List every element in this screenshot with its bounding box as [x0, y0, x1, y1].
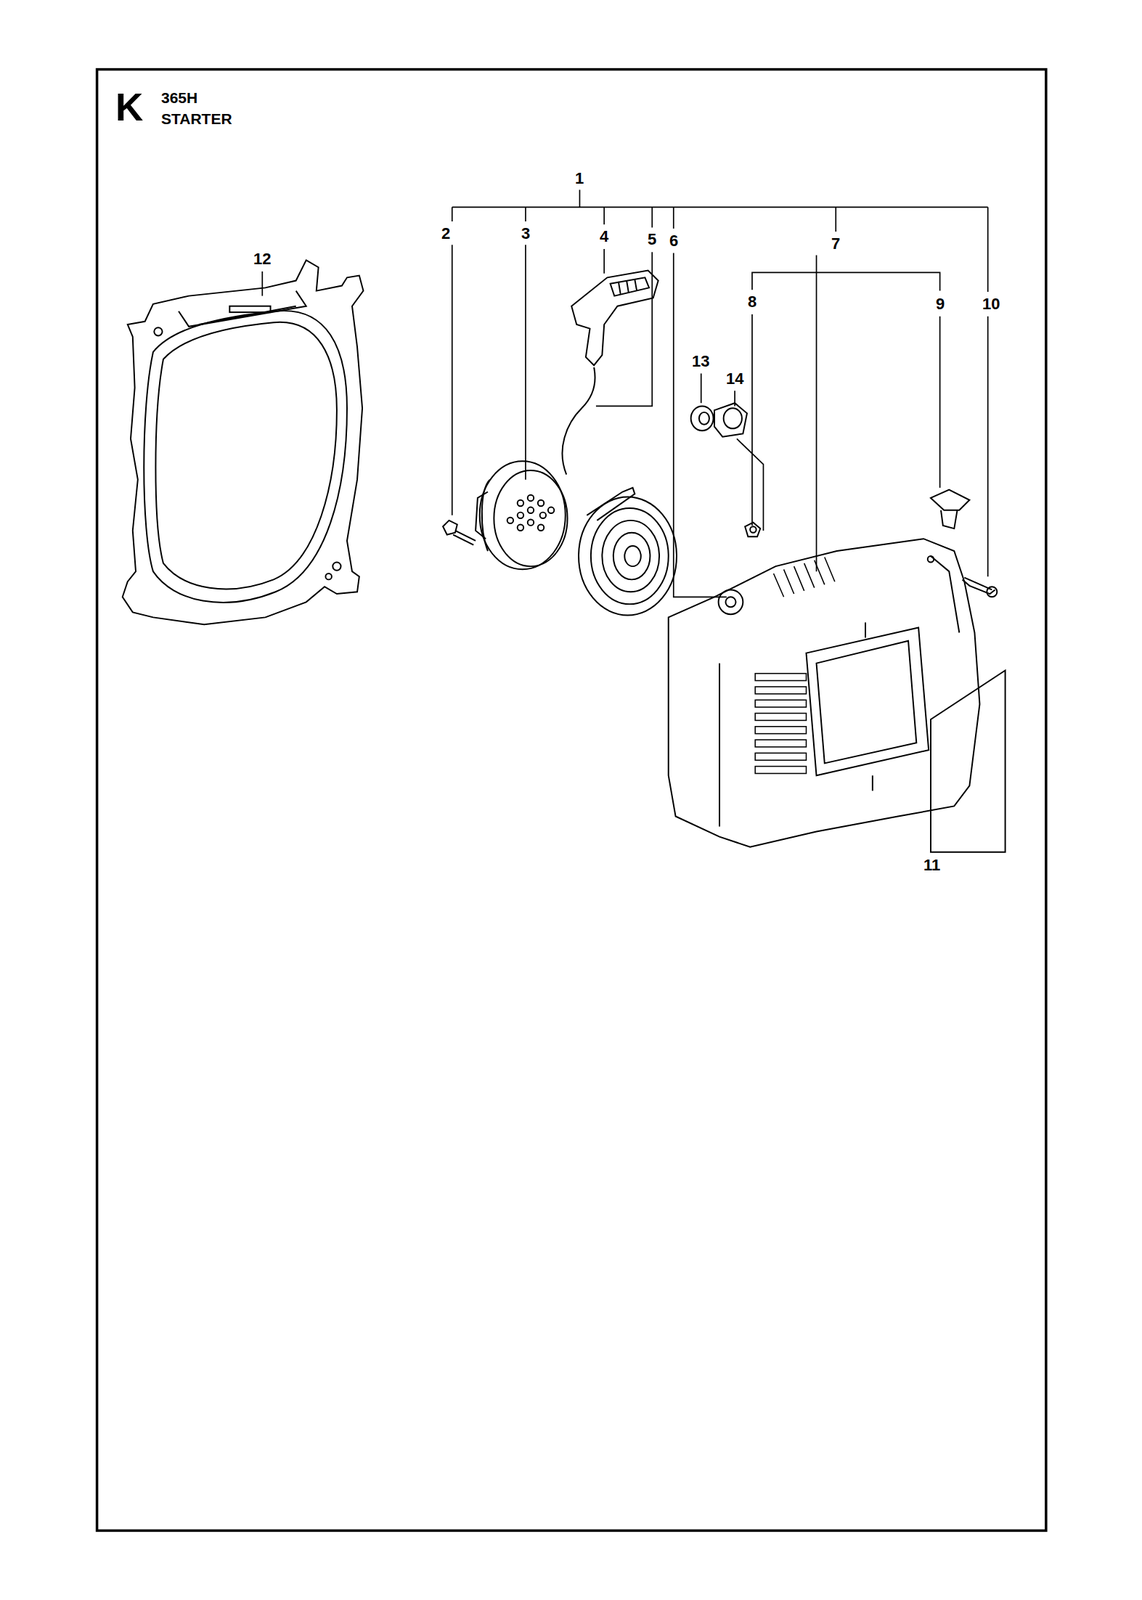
- pawl-parts: [691, 402, 761, 537]
- recoil-spring: [578, 487, 677, 616]
- callout-number: 14: [726, 370, 744, 387]
- callout-number: 9: [935, 296, 945, 313]
- callout-number: 7: [831, 235, 840, 252]
- starter-pulley: [475, 461, 568, 570]
- starter-cover: [668, 538, 981, 847]
- leader-lines: [262, 189, 988, 597]
- callout-number: 13: [691, 353, 710, 370]
- decal: [930, 670, 1006, 852]
- callout-number: 4: [599, 228, 609, 245]
- starter-handle: [571, 270, 658, 366]
- section-letter: K: [115, 87, 144, 127]
- callout-number: 10: [982, 296, 1000, 313]
- screw: [442, 520, 476, 546]
- fan-housing: [122, 259, 364, 625]
- callout-number: 12: [253, 251, 271, 268]
- section-title: STARTER: [161, 111, 233, 127]
- callout-number: 8: [747, 294, 757, 311]
- page-frame: [97, 69, 1047, 1532]
- callout-number: 11: [923, 857, 941, 874]
- callout-number: 6: [669, 233, 679, 250]
- callout-number: 1: [574, 170, 584, 187]
- callout-number: 3: [521, 225, 530, 242]
- model-name: 365H: [161, 90, 198, 106]
- starter-rope: [562, 367, 596, 475]
- grommet: [930, 490, 970, 529]
- callout-number: 5: [647, 231, 657, 248]
- callout-number: 2: [441, 225, 451, 242]
